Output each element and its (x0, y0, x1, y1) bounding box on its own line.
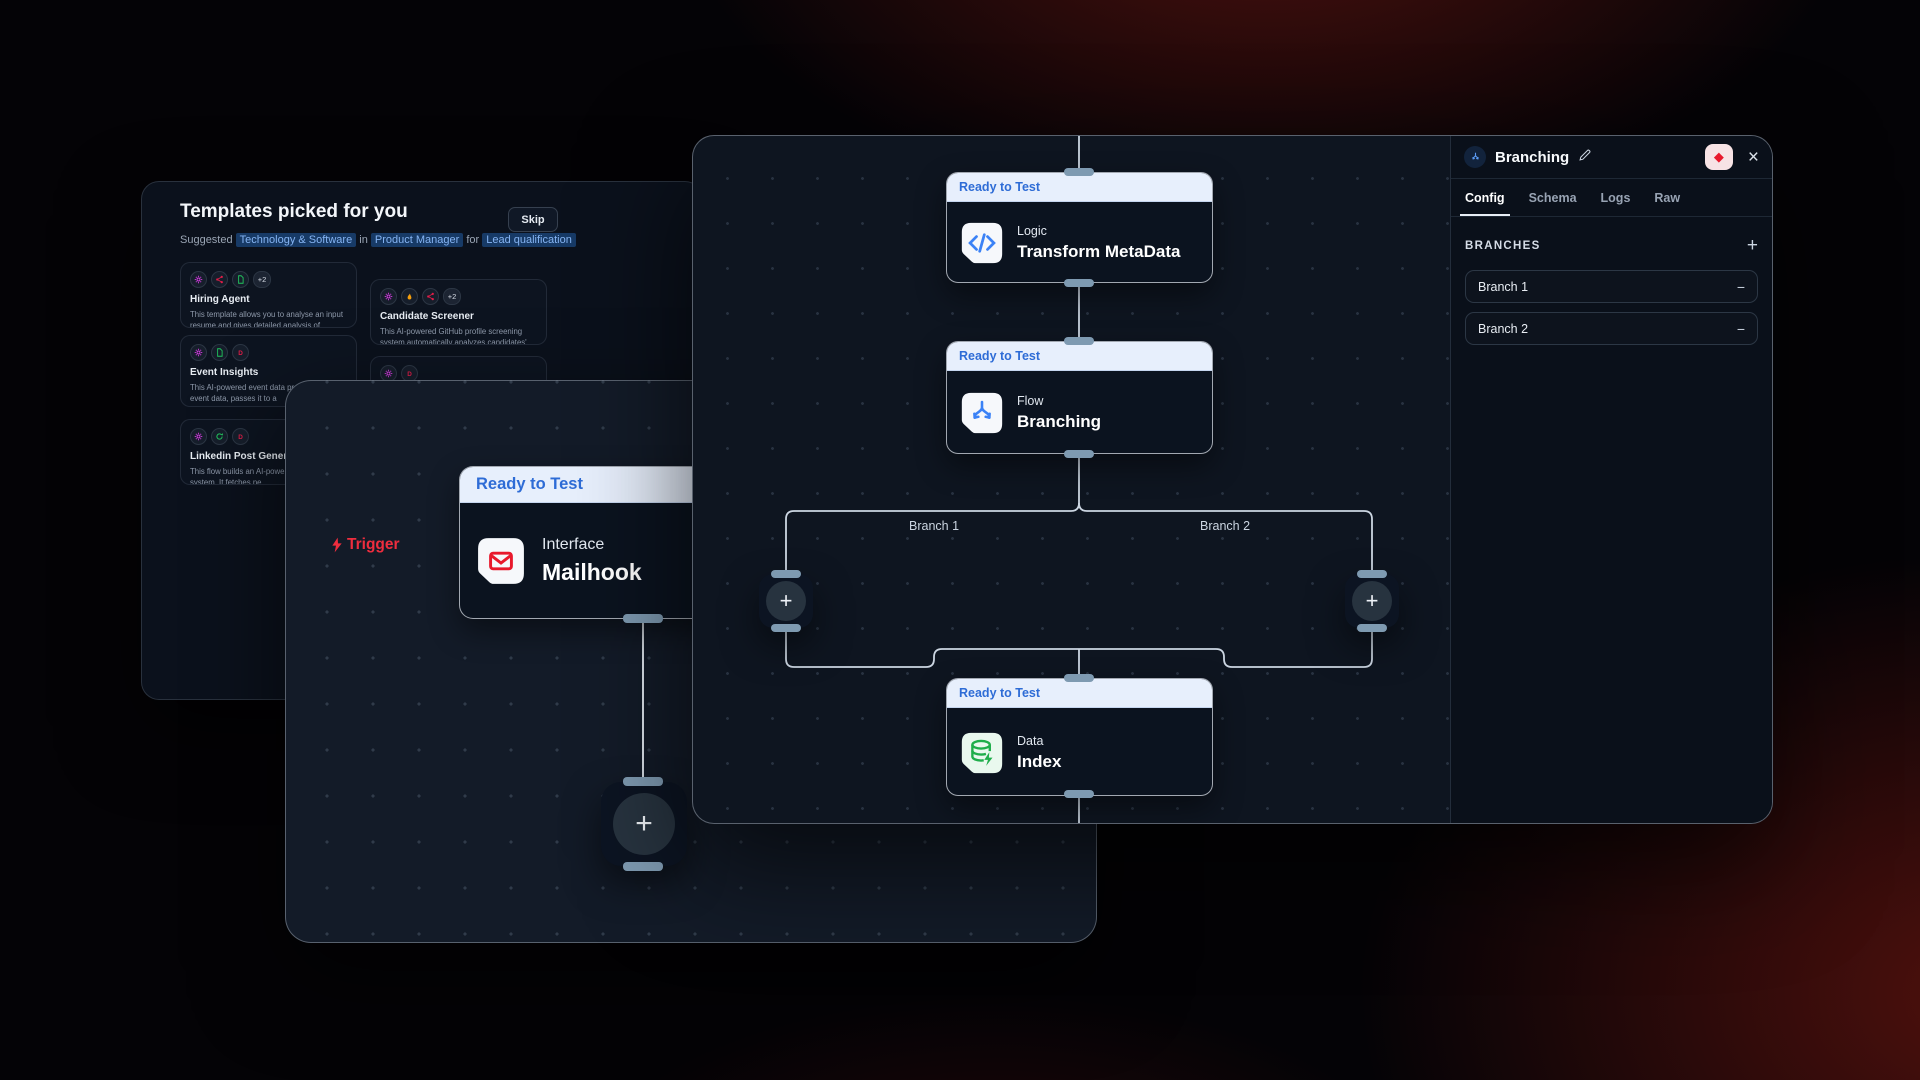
edge-lines (785, 136, 1373, 823)
trigger-label: Trigger (330, 536, 400, 554)
refresh-icon (211, 428, 228, 445)
input-handle[interactable] (771, 570, 801, 578)
node-title: Transform MetaData (1017, 242, 1181, 261)
subtitle-prefix: Suggested (180, 234, 233, 246)
skip-button[interactable]: Skip (508, 207, 558, 232)
template-card-hiring-agent[interactable]: +2 Hiring Agent This template allows you… (180, 262, 357, 328)
node-title: Branching (1017, 412, 1102, 431)
tab-config[interactable]: Config (1460, 191, 1510, 216)
file-icon (211, 344, 228, 361)
output-handle[interactable] (1357, 624, 1387, 632)
template-card-candidate-screener[interactable]: +2 Candidate Screener This AI-powered Gi… (370, 279, 547, 345)
zap-icon (332, 537, 342, 553)
role-highlight: Product Manager (370, 233, 464, 247)
tab-raw[interactable]: Raw (1654, 191, 1681, 205)
add-node-branch-1-button[interactable]: + (759, 574, 813, 628)
input-handle[interactable] (1357, 570, 1387, 578)
usecase-highlight: Lead qualification (482, 233, 576, 247)
templates-title: Templates picked for you (180, 201, 408, 222)
node-transform-metadata[interactable]: Ready to Test Logic Transform MetaData (946, 172, 1213, 283)
svg-text:D: D (238, 434, 243, 441)
templates-subtitle: Suggested Technology & Software in Produ… (180, 233, 576, 247)
input-handle[interactable] (1064, 337, 1094, 345)
subtitle-in: in (359, 234, 368, 246)
branch-row-1[interactable]: Branch 1 − (1465, 270, 1758, 303)
tab-schema[interactable]: Schema (1528, 191, 1577, 205)
gear-icon (190, 344, 207, 361)
template-card-event-insights[interactable]: D Event Insights This AI-powered event d… (180, 335, 357, 407)
card-title: Hiring Agent (190, 294, 250, 305)
d-logo-icon: D (232, 344, 249, 361)
branching-flow-canvas[interactable]: Ready to Test Logic Transform MetaData R… (693, 136, 1450, 823)
flame-icon (401, 288, 418, 305)
card-description: This AI-powered event data process colle… (190, 383, 343, 404)
branches-section-label: BRANCHES (1465, 239, 1541, 252)
branch-icon (961, 392, 1003, 434)
mail-icon (478, 538, 524, 584)
tab-logs[interactable]: Logs (1600, 191, 1631, 205)
input-handle[interactable] (1064, 674, 1094, 682)
node-status: Ready to Test (947, 679, 1212, 708)
branching-flow-panel: Ready to Test Logic Transform MetaData R… (692, 135, 1773, 824)
node-category: Data (1017, 733, 1044, 748)
svg-text:D: D (407, 371, 412, 378)
add-node-button[interactable]: + (601, 782, 687, 866)
gear-icon (190, 428, 207, 445)
industry-highlight: Technology & Software (235, 233, 357, 247)
node-category: Interface (542, 536, 605, 553)
card-description: This AI-powered GitHub profile screening… (380, 327, 527, 345)
node-status: Ready to Test (947, 342, 1212, 371)
output-handle[interactable] (1064, 450, 1094, 458)
node-title: Index (1017, 751, 1062, 771)
sidebar-body: BRANCHES + Branch 1 − Branch 2 − (1451, 217, 1772, 373)
sidebar-header: Branching ◆ × (1451, 136, 1772, 179)
d-logo-icon: D (232, 428, 249, 445)
card-title: Candidate Screener (380, 311, 474, 322)
output-handle[interactable] (1064, 279, 1094, 287)
output-handle[interactable] (1064, 790, 1094, 798)
edit-icon[interactable] (1578, 148, 1592, 167)
database-icon (961, 732, 1003, 773)
output-handle[interactable] (623, 862, 663, 871)
output-handle[interactable] (771, 624, 801, 632)
sidebar-tabs: Config Schema Logs Raw (1451, 179, 1772, 217)
file-icon (232, 271, 249, 288)
gear-icon (380, 288, 397, 305)
remove-branch-icon[interactable]: − (1736, 278, 1745, 295)
node-branching[interactable]: Ready to Test Flow Branching (946, 341, 1213, 454)
card-description: This template allows you to analyse an i… (190, 310, 343, 328)
code-icon (961, 222, 1003, 264)
output-handle[interactable] (623, 614, 663, 623)
svg-text:D: D (238, 350, 243, 357)
branch-1-label: Branch 1 (909, 519, 960, 533)
add-node-branch-2-button[interactable]: + (1345, 574, 1399, 628)
branch-2-label: Branch 2 (1200, 519, 1251, 533)
remove-branch-icon[interactable]: − (1736, 320, 1745, 337)
input-handle[interactable] (623, 777, 663, 786)
card-title: Linkedin Post Generator (190, 451, 307, 462)
node-status: Ready to Test (947, 173, 1212, 202)
more-count-badge: +2 (443, 288, 461, 305)
share-icon (211, 271, 228, 288)
node-title: Mailhook (542, 559, 642, 585)
gear-icon (190, 271, 207, 288)
more-count-badge: +2 (253, 271, 271, 288)
close-icon[interactable]: × (1747, 146, 1759, 168)
card-title: Event Insights (190, 367, 259, 378)
node-category: Logic (1017, 224, 1047, 238)
app-diamond-button[interactable]: ◆ (1704, 144, 1733, 170)
branch-icon (1464, 146, 1486, 168)
subtitle-for: for (466, 234, 480, 246)
node-config-sidebar: Branching ◆ × Config Schema Logs Raw BRA… (1450, 136, 1772, 823)
share-icon (422, 288, 439, 305)
add-branch-button[interactable]: + (1746, 235, 1758, 256)
input-handle[interactable] (1064, 168, 1094, 176)
sidebar-title: Branching (1495, 148, 1570, 166)
node-category: Flow (1017, 394, 1044, 408)
branch-row-2[interactable]: Branch 2 − (1465, 312, 1758, 345)
edge-lines (642, 617, 644, 782)
node-index[interactable]: Ready to Test Data Index (946, 678, 1213, 796)
card-description: This flow builds an AI-powered Li automa… (190, 467, 345, 485)
